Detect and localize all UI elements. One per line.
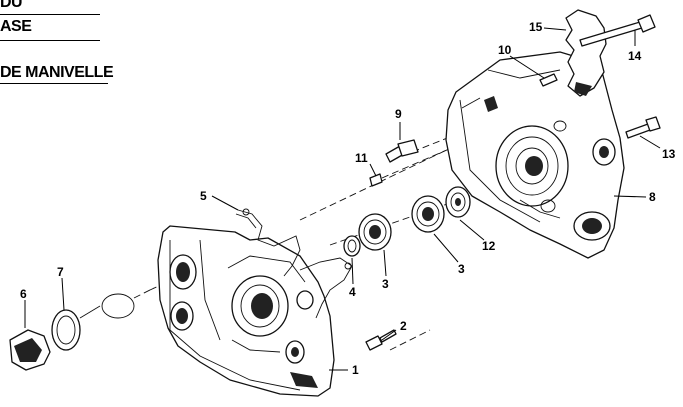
header-rule-3 <box>0 83 108 84</box>
callout-6: 6 <box>20 287 27 301</box>
header-line-3: DE MANIVELLE <box>0 64 114 81</box>
screw-part-9 <box>385 139 419 163</box>
screw-long <box>579 14 656 47</box>
dowel-pin-small <box>369 173 383 187</box>
bearing-left <box>358 213 392 251</box>
callout-4: 4 <box>349 285 356 299</box>
callout-labels: 1 2 3 3 4 5 6 7 8 9 10 11 12 13 14 15 <box>20 20 676 377</box>
callout-8: 8 <box>649 190 656 204</box>
gasket <box>235 208 353 319</box>
callout-1: 1 <box>352 363 359 377</box>
callout-3-right: 3 <box>458 262 465 276</box>
crankcase-half-left <box>157 225 335 397</box>
bracket <box>565 9 607 97</box>
crankcase-half-right <box>445 51 625 259</box>
header-rule-1 <box>0 14 100 15</box>
plug-cap <box>9 329 51 371</box>
oil-seal-left <box>343 235 361 257</box>
retaining-wire-loop <box>79 287 155 319</box>
header-line-1: DU <box>0 0 23 11</box>
callout-5: 5 <box>200 189 207 203</box>
o-ring-washer <box>51 309 81 351</box>
bearing-right <box>411 195 445 233</box>
callout-10: 10 <box>498 43 512 57</box>
callout-14: 14 <box>628 49 642 63</box>
header-line-2: ASE <box>0 18 32 35</box>
callout-15: 15 <box>529 20 543 34</box>
leader-lines <box>24 27 661 371</box>
callout-2: 2 <box>400 319 407 333</box>
callout-3-left: 3 <box>382 277 389 291</box>
callout-11: 11 <box>355 151 368 165</box>
dowel-pin-top <box>539 73 558 87</box>
callout-13: 13 <box>662 147 676 161</box>
oil-seal-right <box>445 186 471 218</box>
callout-9: 9 <box>395 107 402 121</box>
screw-right <box>625 116 661 139</box>
callout-12: 12 <box>482 239 496 253</box>
callout-7: 7 <box>57 265 64 279</box>
header-rule-2 <box>0 40 100 41</box>
